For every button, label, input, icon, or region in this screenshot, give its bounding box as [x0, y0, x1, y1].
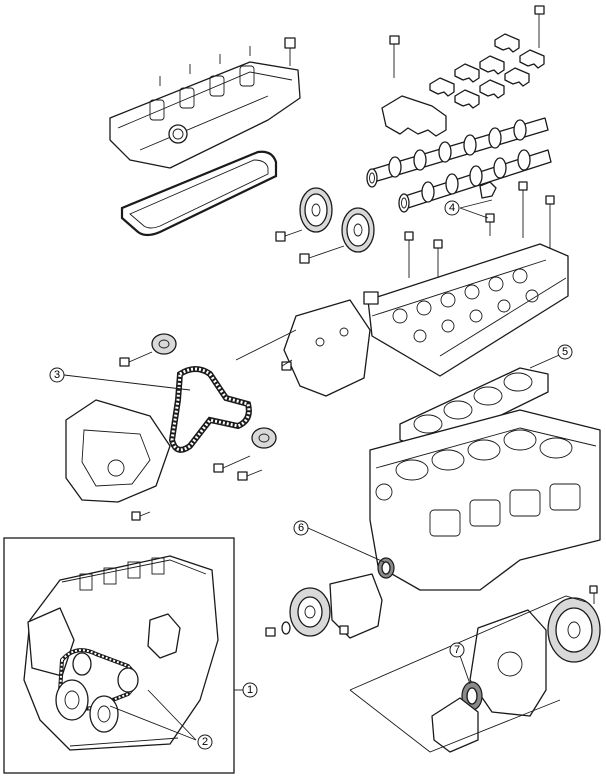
camshaft-seals	[366, 168, 410, 213]
callout-6: 6	[293, 520, 309, 536]
flywheel	[547, 585, 601, 663]
front-oil-seal	[377, 557, 395, 579]
sprocket-bolts	[275, 229, 345, 264]
timing-belt-cover-lower	[65, 399, 171, 503]
cylinder-block	[369, 409, 601, 591]
cover-bolt	[131, 511, 151, 521]
head-cover-gasket	[120, 150, 278, 237]
callout-2: 2	[197, 734, 213, 750]
cap-bolts	[389, 5, 545, 78]
tensioner-pulley	[213, 361, 292, 481]
head-cover-bolt	[284, 37, 296, 66]
cylinder-head-gasket	[399, 367, 549, 451]
callout-7: 7	[449, 642, 465, 658]
intake-camshaft	[369, 117, 549, 183]
callout-5: 5	[557, 344, 573, 360]
crank-bolt-washer	[265, 621, 349, 637]
cam-position-sensor	[479, 181, 497, 236]
timing-belt-cover-rear	[283, 299, 371, 397]
rear-seal-housing	[431, 697, 479, 753]
oil-pump-housing	[329, 573, 383, 639]
callout-3: 3	[49, 367, 65, 383]
idler-pulley	[119, 333, 177, 367]
cylinder-head	[363, 243, 569, 377]
svg-text:6: 6	[298, 522, 304, 534]
svg-text:4: 4	[449, 202, 455, 214]
assembled-engine-inset	[3, 537, 235, 774]
camshaft-caps	[381, 33, 545, 137]
svg-text:2: 2	[202, 736, 208, 748]
callout-4: 4	[444, 200, 460, 216]
crankshaft-pulley	[289, 587, 331, 637]
cylinder-head-cover	[109, 46, 301, 169]
svg-text:1: 1	[247, 684, 253, 696]
callout-1: 1	[242, 682, 258, 698]
exhaust-camshaft	[404, 149, 552, 209]
svg-text:7: 7	[454, 644, 460, 656]
svg-text:5: 5	[562, 346, 568, 358]
svg-text:3: 3	[54, 369, 60, 381]
timing-belt	[168, 366, 252, 453]
camshaft-sprocket-intake	[299, 187, 333, 233]
camshaft-sprocket-exhaust	[341, 207, 375, 253]
